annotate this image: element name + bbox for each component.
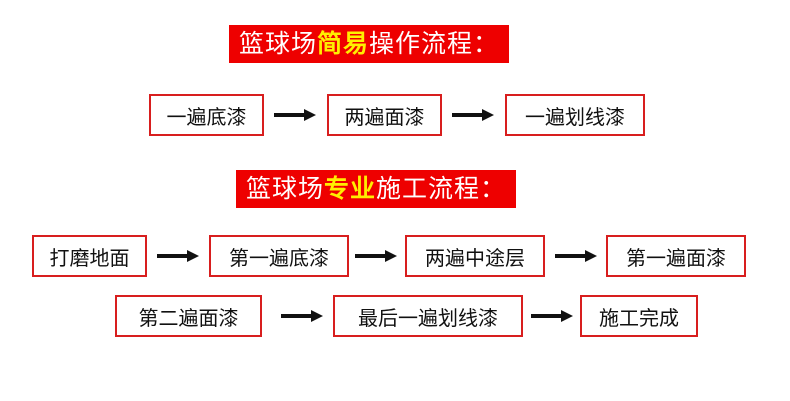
arrow-icon xyxy=(452,109,494,121)
pro-title-post: 施工流程： xyxy=(376,174,507,203)
pro-title-highlight: 专业 xyxy=(324,174,377,203)
arrow-icon xyxy=(274,109,316,121)
pro-step-5: 第二遍面漆 xyxy=(115,295,262,337)
arrow-icon xyxy=(355,250,397,262)
arrow-icon xyxy=(555,250,597,262)
pro-process-title: 篮球场专业施工流程： xyxy=(236,170,517,208)
simple-title-pre: 篮球场 xyxy=(239,29,318,58)
arrow-icon xyxy=(531,310,573,322)
pro-step-6: 最后一遍划线漆 xyxy=(333,295,523,337)
simple-step-1: 一遍底漆 xyxy=(149,94,264,136)
simple-title-post: 操作流程： xyxy=(369,29,500,58)
pro-step-4: 第一遍面漆 xyxy=(606,235,746,277)
pro-step-7: 施工完成 xyxy=(580,295,698,337)
simple-step-2: 两遍面漆 xyxy=(327,94,442,136)
simple-step-3: 一遍划线漆 xyxy=(505,94,645,136)
simple-title-highlight: 简易 xyxy=(317,29,370,58)
arrow-icon xyxy=(281,310,323,322)
pro-step-1: 打磨地面 xyxy=(32,235,147,277)
arrow-icon xyxy=(157,250,199,262)
pro-title-pre: 篮球场 xyxy=(246,174,325,203)
pro-step-3: 两遍中途层 xyxy=(405,235,545,277)
simple-process-title: 篮球场简易操作流程： xyxy=(229,25,510,63)
pro-step-2: 第一遍底漆 xyxy=(209,235,349,277)
